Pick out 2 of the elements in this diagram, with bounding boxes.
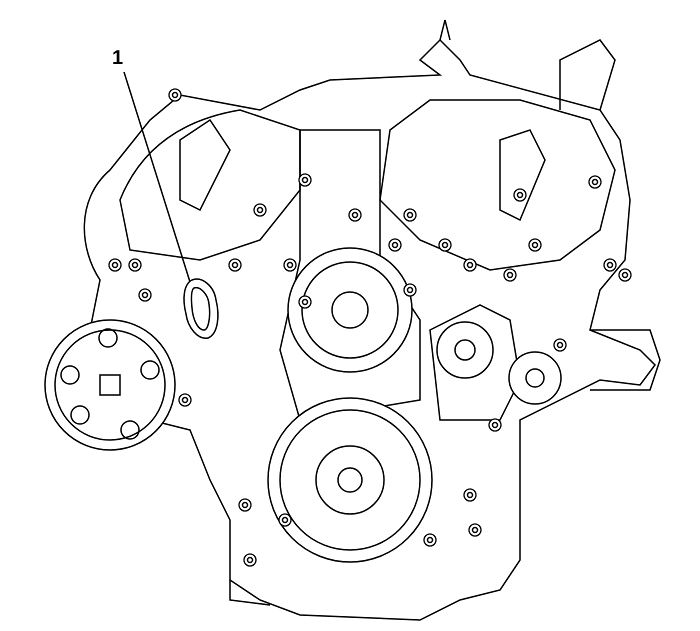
callout-number: 1	[112, 48, 124, 68]
leader-line	[123, 72, 191, 282]
